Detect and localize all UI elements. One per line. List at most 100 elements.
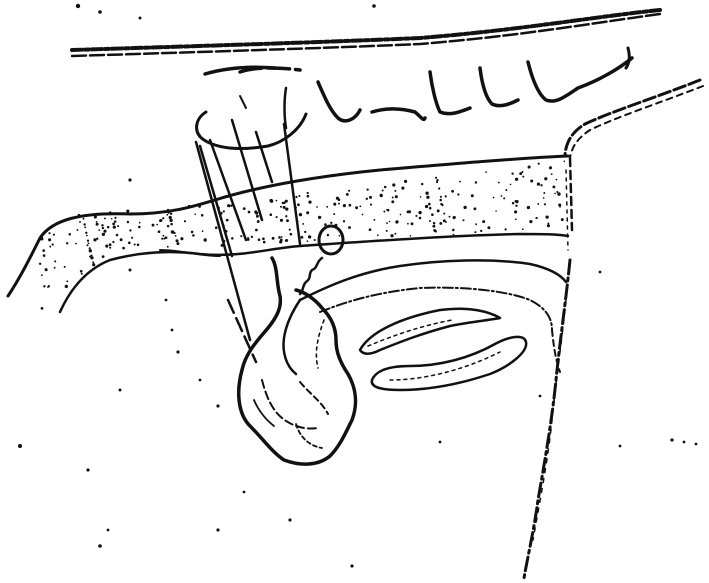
stipple-dot: [280, 239, 283, 242]
stipple-dot: [251, 236, 253, 238]
stipple-dot: [433, 229, 436, 232]
stipple-dot: [445, 195, 447, 197]
stipple-dot: [263, 241, 266, 244]
stipple-dot: [127, 221, 129, 223]
stipple-dot: [487, 226, 490, 229]
stipple-dot: [475, 223, 477, 225]
stipple-dot: [129, 229, 131, 231]
stipple-dot: [90, 256, 93, 259]
stipple-dot: [426, 196, 429, 199]
stipple-dot: [515, 205, 517, 207]
stipple-dot: [537, 183, 540, 186]
stipple-dot: [102, 233, 105, 236]
stipple-dot: [540, 184, 542, 186]
stipple-dot: [231, 237, 234, 240]
stipple-dot: [258, 238, 261, 241]
stipple-dot: [194, 213, 196, 215]
stipple-dot: [47, 286, 49, 288]
stipple-dot: [80, 270, 83, 273]
stipple-dot: [283, 206, 286, 209]
stipple-dot: [191, 231, 194, 234]
stipple-dot: [420, 196, 422, 198]
stipple-dot: [338, 203, 340, 205]
stipple-dot: [89, 249, 92, 252]
stipple-dot: [122, 247, 125, 250]
stipple-dot: [382, 190, 384, 192]
stipple-dot: [281, 236, 283, 238]
stipple-dot: [289, 229, 291, 231]
stipple-dot: [421, 183, 423, 185]
stipple-dot: [109, 243, 112, 246]
stipple-dot: [276, 200, 278, 202]
stipple-dot: [262, 237, 265, 240]
stipple-dot: [535, 217, 537, 219]
stipple-dot: [102, 227, 104, 229]
stipple-dot: [48, 238, 51, 241]
stipple-dot: [453, 234, 455, 236]
stipple-dot: [295, 196, 297, 198]
stipple-dot: [561, 218, 564, 221]
stipple-dot: [86, 244, 88, 246]
stipple-dot: [92, 261, 94, 263]
stipple-dot: [395, 195, 398, 198]
stipple-dot: [355, 206, 358, 209]
stipple-dot: [83, 218, 85, 220]
stipple-dot: [192, 234, 195, 237]
stipple-dot: [452, 229, 455, 232]
stipple-dot: [510, 184, 512, 186]
stipple-dot: [453, 216, 456, 219]
stipple-dot: [551, 173, 553, 175]
stipple-dot: [300, 236, 303, 239]
stipple-dot: [394, 233, 396, 235]
stipple-dot: [188, 205, 190, 207]
stipple-dot: [176, 242, 179, 245]
stipple-dot: [386, 230, 388, 232]
stipple-dot: [174, 232, 176, 234]
stipple-dot: [440, 196, 442, 198]
stipple-dot: [411, 222, 414, 225]
stipple-dot: [326, 206, 328, 208]
stipple-dot: [511, 173, 513, 175]
hook-stroke: [197, 112, 306, 148]
stipple-dot: [120, 238, 123, 241]
stipple-dot: [501, 195, 503, 197]
stipple-dot: [400, 214, 402, 216]
stipple-dot: [96, 223, 99, 226]
stipple-dot: [473, 207, 476, 210]
stipple-dot: [98, 229, 100, 231]
stipple-dot: [109, 247, 111, 249]
stipple-dot: [404, 180, 407, 183]
stipple-dot: [336, 197, 339, 200]
stipple-dot: [410, 235, 412, 237]
stipple-dot: [401, 187, 404, 190]
stipple-dot: [333, 213, 335, 215]
stipple-dot: [175, 235, 177, 237]
stipple-dot: [76, 229, 78, 231]
stipple-dot: [433, 222, 436, 225]
stipple-dot: [114, 217, 116, 219]
stipple-dot: [170, 223, 173, 226]
stipple-dot: [168, 212, 170, 214]
stipple-dot: [170, 212, 172, 214]
stipple-dot: [40, 237, 43, 240]
stipple-dot: [373, 219, 375, 221]
stipple-dot: [547, 222, 549, 224]
stipple-dot: [307, 240, 309, 242]
stipple-dot: [563, 160, 565, 162]
stipple-dot: [81, 273, 83, 275]
stipple-dot: [429, 220, 431, 222]
stipple-dot: [104, 217, 106, 219]
stipple-dot: [530, 180, 533, 183]
stipple-dot: [449, 216, 451, 218]
stipple-dot: [93, 238, 96, 241]
stipple-dot: [359, 206, 361, 208]
stipple-dot: [107, 226, 110, 229]
stipple-dot: [386, 222, 388, 224]
stipple-dot: [290, 233, 293, 236]
stipple-dot: [169, 216, 172, 219]
stipple-dot: [278, 236, 281, 239]
stipple-dot: [65, 285, 68, 288]
top-band: [72, 10, 660, 56]
stipple-dot: [240, 235, 242, 237]
